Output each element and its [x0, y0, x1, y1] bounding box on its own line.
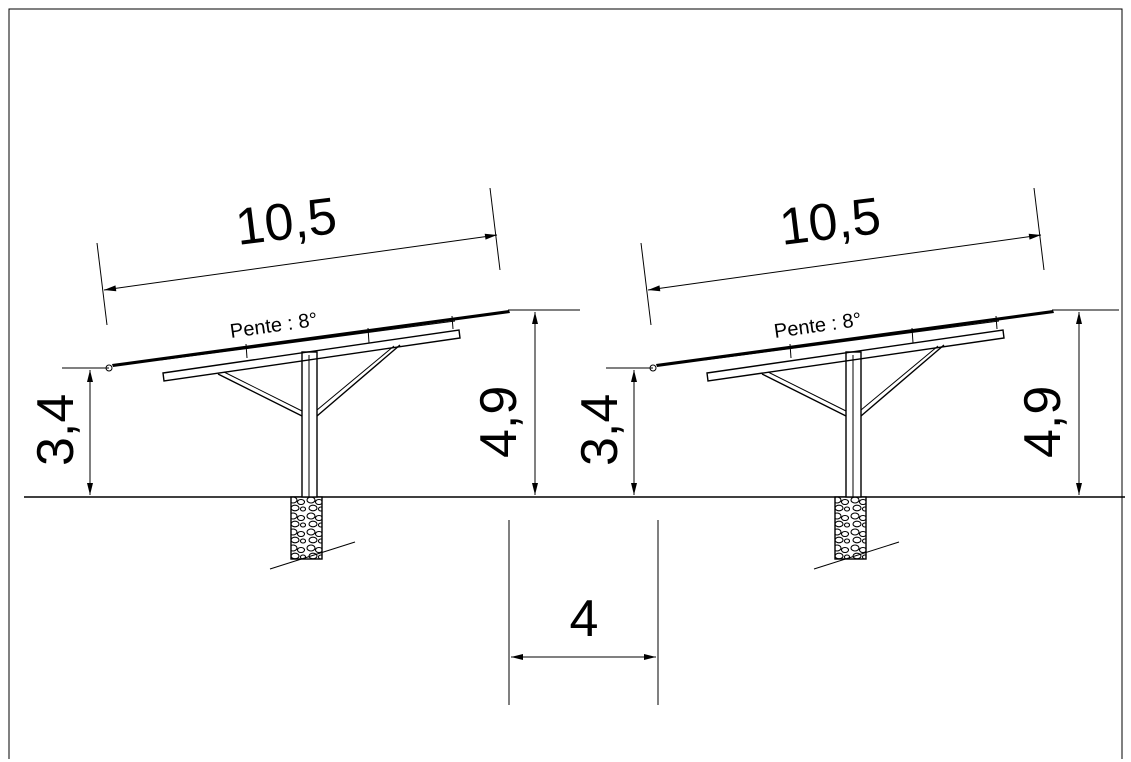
panel-length-dimension-line: [647, 233, 1042, 292]
main-beam: [706, 329, 1005, 382]
foundation-ground-hatch: [269, 541, 356, 570]
dimension-extension-line: [1033, 187, 1045, 271]
foundation-footing: [290, 496, 323, 560]
panel-underside: [159, 320, 456, 361]
foundation-ground-hatch: [813, 541, 900, 570]
panel-length-label: 10,5: [776, 187, 884, 257]
foundation-footing: [834, 496, 867, 560]
carport-structure-2: Pente : 8° 10,5 3,4 4,9: [571, 187, 1119, 570]
right-brace: [860, 344, 945, 417]
dimension-extension-line: [489, 187, 501, 271]
row-spacing-dimension: 4: [508, 520, 659, 705]
carport-structure-1: Pente : 8° 10,5 3,4 4,9: [27, 187, 580, 570]
left-brace-edge: [767, 371, 847, 412]
right-brace-edge: [316, 345, 395, 411]
dimension-extension-line: [640, 242, 652, 326]
left-brace: [761, 373, 847, 417]
panel-underside: [703, 320, 1000, 361]
right-brace-edge: [860, 345, 939, 411]
dimension-extension-line: [96, 242, 108, 326]
low-height-label: 3,4: [27, 394, 85, 466]
main-beam: [162, 329, 461, 382]
high-height-label: 4,9: [470, 386, 528, 458]
panel-length-label: 10,5: [232, 187, 340, 257]
row-spacing-label: 4: [570, 590, 599, 648]
drawing-frame: [8, 8, 1123, 759]
low-height-label: 3,4: [571, 394, 629, 466]
right-brace: [316, 344, 401, 417]
left-brace-edge: [223, 371, 303, 412]
left-brace: [217, 373, 303, 417]
high-height-label: 4,9: [1014, 386, 1072, 458]
panel-length-dimension-line: [103, 233, 498, 292]
